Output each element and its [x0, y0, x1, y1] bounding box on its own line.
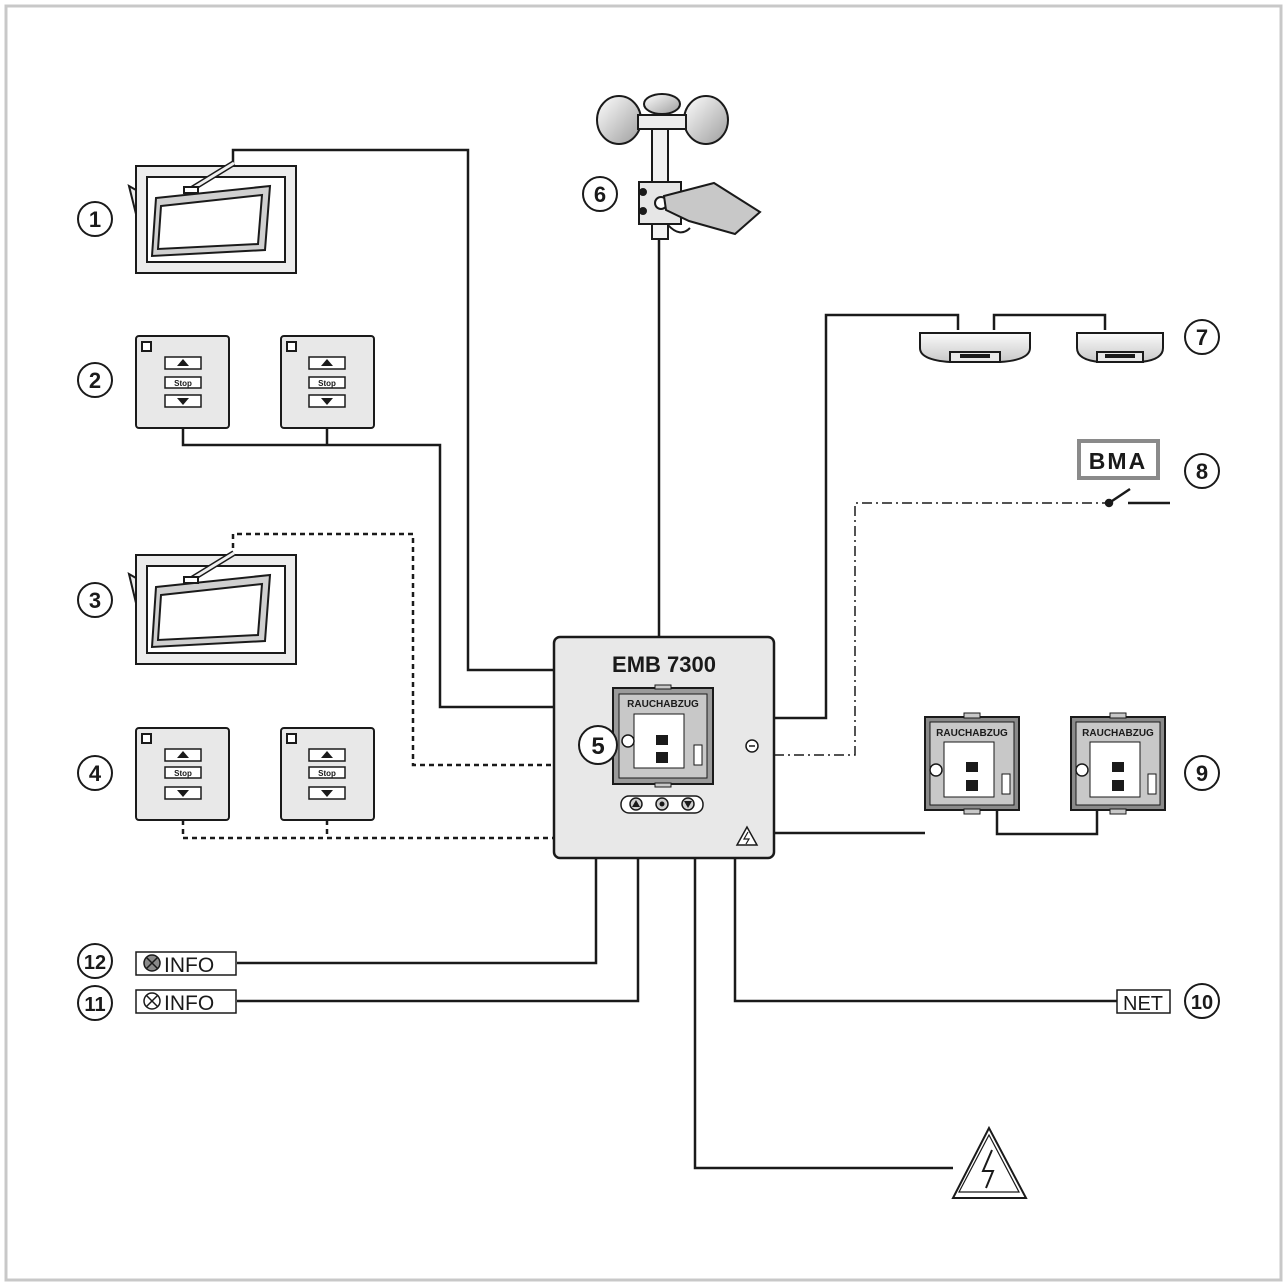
callout-2 — [77, 362, 113, 398]
panel-5-label: RAUCHABZUG — [627, 699, 699, 710]
callout-9-label: 9 — [1196, 761, 1208, 786]
smoke-detector-2 — [1076, 332, 1164, 363]
callout-5 — [578, 725, 618, 765]
bma-wire — [774, 502, 1108, 756]
bma-contact-icon — [1104, 487, 1170, 508]
callouts — [77, 176, 1220, 1021]
callout-12 — [77, 943, 113, 979]
callout-4 — [77, 755, 113, 791]
dashed-wires — [181, 532, 554, 840]
bma-label: BMA — [1089, 448, 1147, 474]
callout-11-label: 11 — [84, 994, 105, 1016]
net-label: NET — [1123, 993, 1163, 1015]
callout-6 — [582, 176, 618, 212]
controller-emb7300: EMB 7300 RAUCHABZUG — [552, 635, 776, 860]
callout-8 — [1184, 453, 1220, 489]
net-box: NET — [1116, 989, 1171, 1015]
fire-alarm-box: BMA — [1077, 439, 1160, 480]
switch-4a: Stop — [135, 727, 230, 821]
smoke-panel-9b: RAUCHABZUG — [1070, 712, 1166, 815]
stop-label: Stop — [174, 769, 192, 778]
window-3-icon — [127, 550, 297, 665]
panel-9b-label: RAUCHABZUG — [1082, 728, 1154, 739]
callout-7-label: 7 — [1196, 325, 1208, 350]
callout-10 — [1184, 983, 1220, 1019]
callout-10-label: 10 — [1191, 992, 1213, 1014]
window-1-icon — [127, 160, 297, 274]
callout-1-label: 1 — [89, 207, 101, 232]
mains-hazard-icon — [951, 1125, 1028, 1199]
info-box-12: INFO — [135, 951, 237, 977]
stop-label: Stop — [174, 379, 192, 388]
smoke-detector-1 — [919, 332, 1031, 363]
stop-label: Stop — [318, 379, 336, 388]
callout-1 — [77, 201, 113, 237]
switch-4b: Stop — [280, 727, 375, 821]
info-box-11: INFO — [135, 989, 237, 1015]
switch-2a: Stop — [135, 335, 230, 429]
callout-6-label: 6 — [594, 182, 606, 207]
callout-11 — [77, 985, 113, 1021]
callout-2-label: 2 — [89, 368, 101, 393]
smoke-panel-9a: RAUCHABZUG — [924, 712, 1020, 815]
callout-9 — [1184, 755, 1220, 791]
switch-2b: Stop — [280, 335, 375, 429]
callout-12-label: 12 — [84, 952, 106, 974]
stop-label: Stop — [318, 769, 336, 778]
callout-7 — [1184, 319, 1220, 355]
callout-5-label: 5 — [591, 733, 604, 760]
wires — [181, 148, 1117, 1170]
callout-3-label: 3 — [89, 588, 101, 613]
anemometer-icon — [596, 93, 762, 240]
info-12-label: INFO — [164, 954, 214, 977]
callout-3 — [77, 582, 113, 618]
callout-8-label: 8 — [1196, 459, 1208, 484]
callout-4-label: 4 — [89, 761, 102, 786]
controller-title: EMB 7300 — [612, 652, 716, 677]
diagram-border — [4, 4, 1283, 1282]
panel-9a-label: RAUCHABZUG — [936, 728, 1008, 739]
info-11-label: INFO — [164, 992, 214, 1015]
